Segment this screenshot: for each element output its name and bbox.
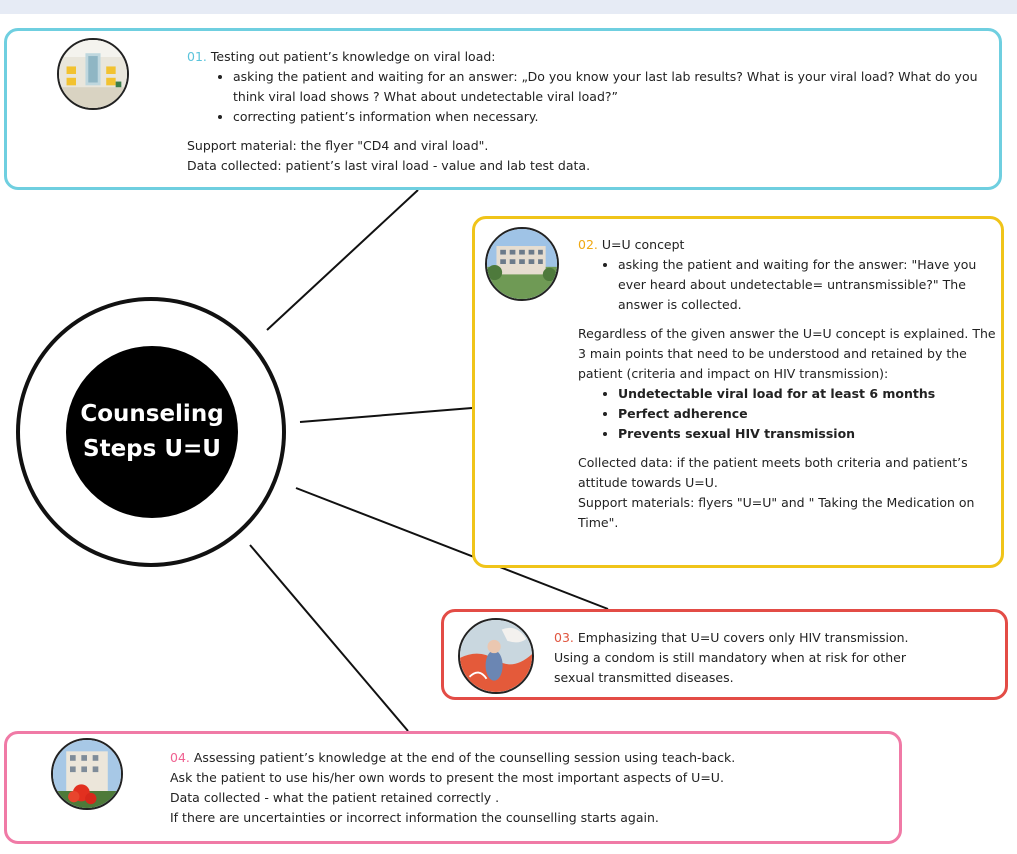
step-01-bullet: asking the patient and waiting for an an…: [233, 67, 987, 107]
step-01-card: 01. Testing out patient’s knowledge on v…: [4, 28, 1002, 190]
step-02-heading: U=U concept: [601, 237, 685, 252]
connector-step1: [266, 189, 419, 331]
connector-step4: [249, 544, 409, 732]
step-03-body: 03. Emphasizing that U=U covers only HIV…: [554, 628, 994, 688]
step-01-bullet: correcting patient’s information when ne…: [233, 107, 987, 127]
step-03-text: Emphasizing that U=U covers only HIV tra…: [577, 630, 909, 645]
step-03-line: Using a condom is still mandatory when a…: [554, 650, 907, 665]
step-03-card: 03. Emphasizing that U=U covers only HIV…: [441, 609, 1008, 700]
step-02-body: 02. U=U concept asking the patient and w…: [578, 235, 998, 533]
illustration-figure-image: [460, 620, 532, 692]
step-03-line: 03. Emphasizing that U=U covers only HIV…: [554, 628, 994, 648]
clinic-hallway-image: [59, 40, 127, 108]
step-03-number: 03.: [554, 630, 574, 645]
clinic-hallway-photo: [57, 38, 129, 110]
step-01-body: 01. Testing out patient’s knowledge on v…: [187, 47, 987, 176]
step-01-heading-line: 01. Testing out patient’s knowledge on v…: [187, 47, 987, 67]
step-02-bullet: asking the patient and waiting for the a…: [618, 255, 998, 315]
hospital-building-image: [487, 229, 557, 299]
step-01-bullets: asking the patient and waiting for an an…: [187, 67, 987, 127]
step-01-note: Support material: the flyer "CD4 and vir…: [187, 138, 489, 153]
step-02-bullets: asking the patient and waiting for the a…: [578, 255, 998, 315]
step-04-number: 04.: [170, 750, 190, 765]
step-02-key-points: Undetectable viral load for at least 6 m…: [578, 384, 998, 444]
step-04-line: 04. Assessing patient’s knowledge at the…: [170, 748, 890, 768]
step-02-heading-line: 02. U=U concept: [578, 235, 998, 255]
step-01-number: 01.: [187, 49, 207, 64]
top-banner-strip: [0, 0, 1017, 14]
step-04-card: 04. Assessing patient’s knowledge at the…: [4, 731, 902, 844]
step-02-number: 02.: [578, 237, 598, 252]
step-04-line: Ask the patient to use his/her own words…: [170, 770, 724, 785]
hub-title: Counseling Steps U=U: [80, 401, 224, 462]
step-02-key-point: Prevents sexual HIV transmission: [618, 424, 998, 444]
connector-step3: [295, 487, 609, 610]
step-04-line: Data collected - what the patient retain…: [170, 790, 500, 805]
hospital-building-photo: [485, 227, 559, 301]
step-04-line: If there are uncertainties or incorrect …: [170, 810, 659, 825]
illustration-figure: [458, 618, 534, 694]
step-04-text: Assessing patient’s knowledge at the end…: [193, 750, 736, 765]
hub-center-circle: Counseling Steps U=U: [66, 346, 238, 518]
building-with-flowers-image: [53, 740, 121, 808]
step-02-note: Support materials: flyers "U=U" and " Ta…: [578, 495, 975, 530]
step-02-note: Collected data: if the patient meets bot…: [578, 455, 968, 490]
step-01-note: Data collected: patient’s last viral loa…: [187, 158, 591, 173]
step-04-body: 04. Assessing patient’s knowledge at the…: [170, 748, 890, 828]
step-03-line: sexual transmitted diseases.: [554, 670, 734, 685]
step-02-key-point: Undetectable viral load for at least 6 m…: [618, 384, 998, 404]
building-with-flowers-photo: [51, 738, 123, 810]
step-02-paragraph: Regardless of the given answer the U=U c…: [578, 326, 996, 381]
step-01-heading: Testing out patient’s knowledge on viral…: [210, 49, 496, 64]
connector-step2: [299, 407, 473, 423]
step-02-card: 02. U=U concept asking the patient and w…: [472, 216, 1004, 568]
step-02-key-point: Perfect adherence: [618, 404, 998, 424]
